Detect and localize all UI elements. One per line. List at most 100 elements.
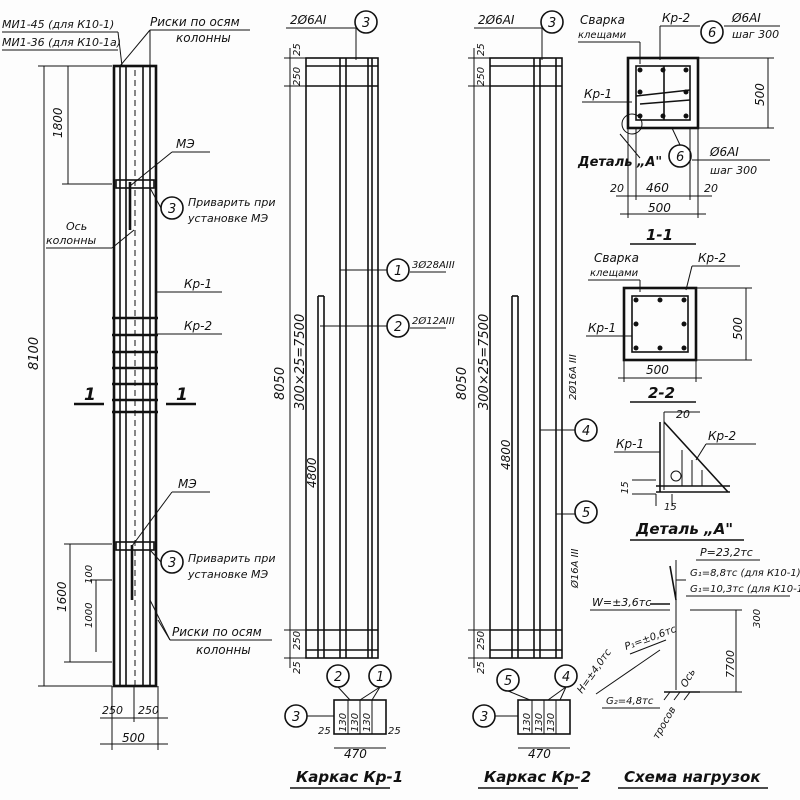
s11-dim-20a: 20: [610, 182, 624, 195]
svg-text:3: 3: [362, 16, 370, 31]
svg-text:4: 4: [562, 670, 570, 685]
dim-1600: 1600: [55, 581, 69, 612]
cage-kr2: 2Ø6АI 3 25 250 8050 300×25=7500 4800 250…: [455, 10, 598, 789]
load-axis-top: Ось: [679, 667, 698, 689]
weld-bottom-l1: Приварить при: [188, 552, 275, 565]
svg-text:1: 1: [376, 670, 384, 685]
svg-text:5: 5: [582, 506, 590, 521]
kr1-sec-dim-25b: 25: [388, 726, 401, 737]
kr1-dim-250-bot: 250: [292, 631, 303, 650]
kr2-label: Кр-2: [184, 319, 212, 333]
load-h: H=±4,0тс: [575, 647, 614, 696]
embedded-item-top: [115, 179, 155, 189]
load-w: W=±3,6тс: [592, 596, 651, 609]
svg-text:6: 6: [708, 26, 716, 41]
weld-bottom-l2: установке МЭ: [187, 568, 269, 581]
s11-outline: [626, 56, 700, 130]
mark-top-1: МИ1-45 (для К10-1): [2, 18, 114, 31]
s11-dim-20b: 20: [704, 182, 718, 195]
kr1-sec-dim-130a: 130: [338, 713, 349, 732]
svg-text:6: 6: [676, 150, 684, 165]
s11-weld-l2: клещами: [578, 30, 627, 41]
kr2-dim-250-bot: 250: [476, 631, 487, 650]
section-1-1: Сварка клещами Кр-2 6 Ø6АI шаг 300 500 К…: [577, 11, 780, 245]
load-dim-7700: 7700: [724, 650, 737, 678]
load-p: P=23,2тс: [700, 546, 753, 559]
svg-text:2: 2: [394, 320, 402, 335]
det-kr2: Кр-2: [708, 429, 736, 443]
svg-text:3: 3: [168, 556, 176, 571]
s11-bar-6a-l2: шаг 300: [732, 28, 779, 41]
kr2-callout-5: [574, 500, 598, 524]
det-dim-15b: 15: [664, 502, 677, 513]
kr1-top-bar: 2Ø6АI: [290, 13, 327, 27]
kr1-callout-3: [354, 10, 378, 34]
kr2-callout-3: [540, 10, 564, 34]
load-axis-bottom: тросов: [651, 705, 678, 742]
kr1-sec-dim-130b: 130: [350, 713, 361, 732]
s11-bar-6a-l1: Ø6АI: [731, 11, 761, 25]
axis-label-l2: колонны: [46, 234, 97, 247]
kr1-dim-25-bot: 25: [292, 661, 303, 674]
risks-bottom-l2: колонны: [196, 643, 251, 657]
kr2-dim-4800: 4800: [499, 439, 513, 470]
kr2-dim-25: 25: [476, 43, 487, 56]
cage-kr1: 2Ø6АI 3 25 250 8050 300×25=7500 4800 250…: [273, 10, 455, 789]
dim-8100: 8100: [27, 337, 42, 370]
load-g1b: G₁=10,3тс (для К10-1а): [690, 584, 800, 595]
kr2-top-bar: 2Ø6АI: [478, 13, 515, 27]
det-title: Деталь „А": [635, 520, 733, 538]
dim-1000: 1000: [84, 603, 95, 628]
svg-text:2: 2: [334, 670, 342, 685]
svg-text:4: 4: [582, 424, 590, 439]
kr1-bar-2: 2Ø12АIII: [412, 315, 455, 327]
kr1-dim-250-top: 250: [292, 67, 303, 86]
risks-top-l1: Риски по осям: [150, 15, 240, 29]
load-dim-300: 300: [752, 609, 763, 628]
kr1-bar-1: 3Ø28АIII: [412, 259, 455, 271]
column-elevation: МИ1-45 (для К10-1) МИ1-36 (для К10-1а) Р…: [2, 15, 275, 750]
svg-text:3: 3: [548, 16, 556, 31]
s11-detail: Деталь „А": [577, 155, 662, 170]
s22-kr2: Кр-2: [698, 251, 726, 265]
svg-text:3: 3: [168, 202, 176, 217]
svg-text:3: 3: [480, 710, 488, 725]
kr2-callout-4: [574, 418, 598, 442]
kr1-dim-8050: 8050: [273, 367, 288, 400]
load-g2: G₂=4,8тс: [606, 696, 654, 707]
s22-bars: [633, 297, 687, 351]
s22-outline: [622, 286, 698, 362]
s11-kr1: Кр-1: [584, 87, 612, 101]
kr1-dim-pitch: 300×25=7500: [293, 314, 308, 410]
s11-weld-l1: Сварка: [580, 13, 625, 27]
section-mark-left: 1: [84, 385, 96, 405]
kr2-title: Каркас Кр-2: [484, 768, 591, 786]
mark-top-2: МИ1-36 (для К10-1а): [2, 36, 121, 49]
kr2-sec-dim-130a: 130: [522, 713, 533, 732]
me-top: МЭ: [176, 137, 195, 151]
kr1-callout-1: [386, 258, 410, 282]
s11-bar-6b-l1: Ø6АI: [709, 145, 739, 159]
kr2-sec-dim-130b: 130: [534, 713, 545, 732]
kr2-frame: [489, 57, 563, 659]
kr1-frame: [305, 57, 379, 659]
s22-title: 2-2: [648, 384, 675, 402]
s22-weld-l1: Сварка: [594, 251, 639, 265]
kr2-dim-25-bot: 25: [476, 661, 487, 674]
load-title: Схема нагрузок: [624, 768, 761, 786]
dim-250b: 250: [138, 704, 159, 717]
svg-text:3: 3: [292, 710, 300, 725]
dim-500-col: 500: [122, 731, 145, 745]
kr1-dim-25: 25: [292, 43, 303, 56]
s11-dim-460: 460: [646, 181, 669, 195]
s22-dim-500-v: 500: [731, 317, 745, 340]
kr2-dim-8050: 8050: [455, 367, 470, 400]
kr2-bar-5: Ø16А III: [569, 548, 581, 589]
axis-label-l1: Ось: [66, 220, 87, 233]
s11-dim-500-h: 500: [648, 201, 671, 215]
s22-dim-500-h: 500: [646, 363, 669, 377]
load-p1: P₁=±0,6тс: [623, 624, 678, 653]
kr1-sec-width: 470: [344, 747, 367, 761]
